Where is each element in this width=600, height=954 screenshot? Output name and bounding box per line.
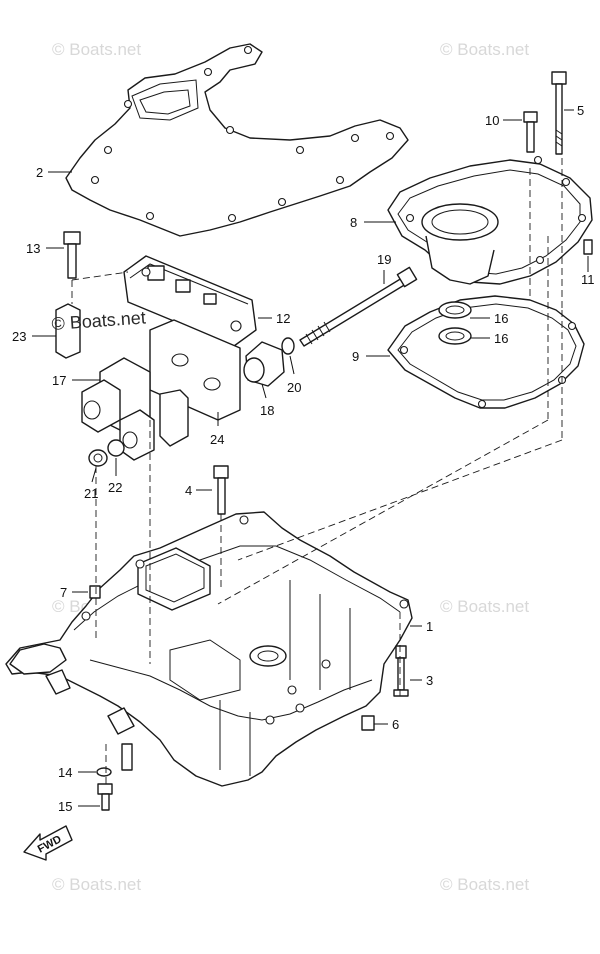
callout-labels: 1 2 3 4 5 6 7 8 9 10 11 12 13 14 15 16 1… [12, 103, 595, 814]
callout-22: 22 [108, 480, 122, 495]
callout-1: 1 [426, 619, 433, 634]
callout-15: 15 [58, 799, 72, 814]
part-oil-pan [5, 511, 413, 787]
part-gasket-lower [387, 295, 585, 409]
callout-2: 2 [36, 165, 43, 180]
callout-16-upper: 16 [494, 311, 508, 326]
part-nut-washer [88, 439, 125, 467]
callout-11: 11 [581, 272, 595, 287]
fwd-arrow: FWD [23, 825, 73, 861]
part-bolts-top-right [523, 71, 593, 255]
callout-8: 8 [350, 215, 357, 230]
callout-9: 9 [352, 349, 359, 364]
callout-24: 24 [210, 432, 224, 447]
part-bushing [243, 341, 285, 387]
callout-23: 23 [12, 329, 26, 344]
callout-5: 5 [577, 103, 584, 118]
callout-21: 21 [84, 486, 98, 501]
watermark-top-right: © Boats.net [440, 40, 529, 59]
part-clip [55, 303, 81, 359]
part-bolt-4 [213, 465, 229, 515]
part-holder [81, 357, 189, 461]
part-mount-bracket [123, 255, 257, 347]
assembly-lines [71, 158, 563, 784]
callout-16-lower: 16 [494, 331, 508, 346]
callout-4: 4 [185, 483, 192, 498]
watermark-bottom-left: © Boats.net [52, 875, 141, 894]
callout-12: 12 [276, 311, 290, 326]
part-o-rings [438, 301, 472, 345]
watermark-bottom-right: © Boats.net [440, 875, 529, 894]
watermark-mid-right: © Boats.net [440, 597, 529, 616]
callout-14: 14 [58, 765, 72, 780]
watermark-top-left: © Boats.net [52, 40, 141, 59]
callout-3: 3 [426, 673, 433, 688]
callout-20: 20 [287, 380, 301, 395]
callout-13: 13 [26, 241, 40, 256]
callout-17: 17 [52, 373, 66, 388]
part-gasket-upper [65, 43, 409, 237]
leader-lines [32, 109, 589, 807]
callout-10: 10 [485, 113, 499, 128]
callout-19: 19 [377, 252, 391, 267]
part-long-bolt [281, 266, 418, 355]
part-cover [387, 155, 593, 285]
callout-18: 18 [260, 403, 274, 418]
part-bolt-13 [63, 231, 81, 279]
part-small-fasteners [89, 585, 409, 811]
callout-7: 7 [60, 585, 67, 600]
callout-6: 6 [392, 717, 399, 732]
